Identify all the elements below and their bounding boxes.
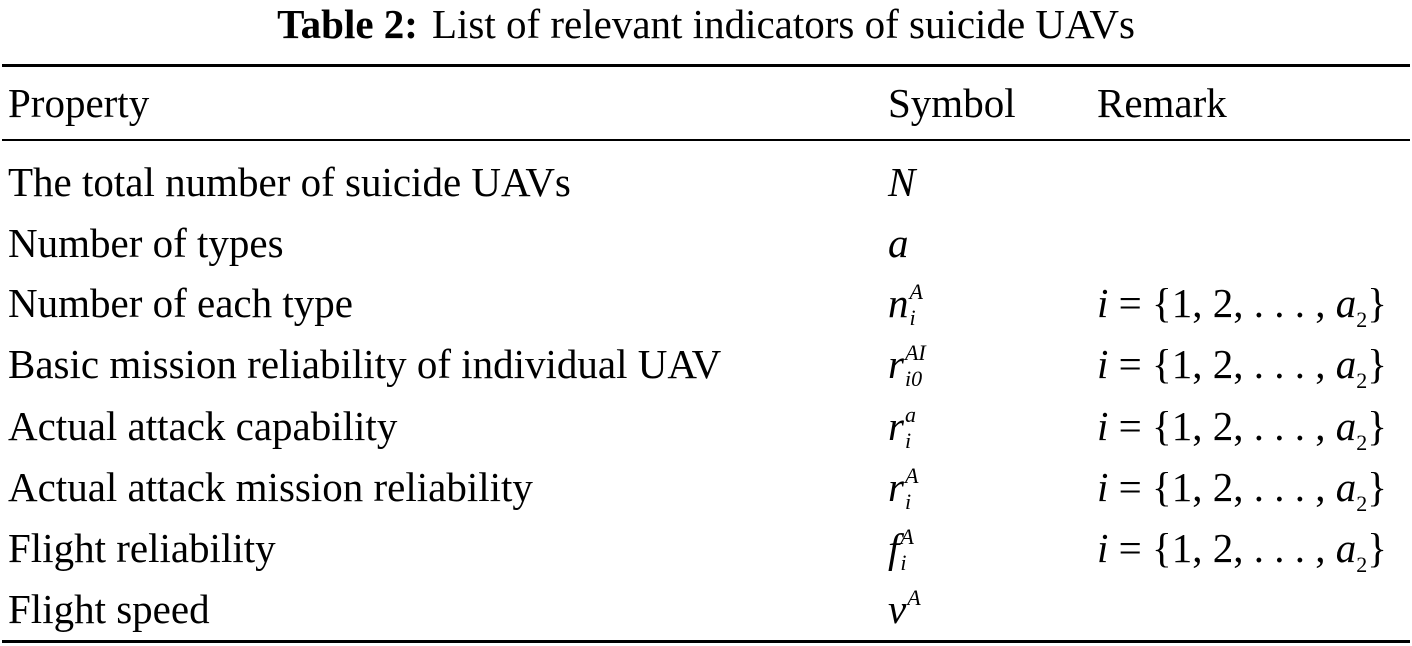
row-property: Basic mission reliability of individual … — [8, 341, 722, 387]
table-caption: Table 2: List of relevant indicators of s… — [0, 0, 1412, 56]
symbol-subscript: i — [904, 427, 912, 453]
remark-set: = {1, 2, . . . , — [1108, 403, 1336, 449]
row-property: Flight reliability — [8, 525, 276, 571]
row-remark: i = {1, 2, . . . , a2} — [1097, 334, 1387, 401]
header-remark: Remark — [1097, 80, 1227, 126]
header-property: Property — [8, 80, 150, 126]
remark-close: } — [1367, 464, 1387, 510]
row-remark: i = {1, 2, . . . , a2} — [1097, 396, 1387, 463]
symbol-base: r — [888, 403, 904, 449]
table-row: Number of types a — [0, 213, 1412, 273]
row-property: Flight speed — [8, 586, 210, 632]
row-symbol: N — [888, 152, 915, 212]
symbol-base: f — [888, 525, 900, 571]
remark-end-variable: a — [1335, 525, 1357, 571]
remark-variable: i — [1097, 464, 1109, 510]
row-symbol: vA — [888, 579, 921, 639]
remark-end-variable: a — [1335, 464, 1357, 510]
row-property: Number of types — [8, 220, 284, 266]
remark-end-subscript: 2 — [1356, 491, 1368, 516]
remark-close: } — [1367, 341, 1387, 387]
table-row: Flight speed vA — [0, 579, 1412, 639]
table-row: Basic mission reliability of individual … — [0, 334, 1412, 394]
remark-variable: i — [1097, 280, 1109, 326]
symbol-base: a — [888, 220, 909, 266]
remark-end-subscript: 2 — [1356, 368, 1368, 393]
symbol-superscript: A — [900, 523, 914, 549]
symbol-superscript: AI — [904, 339, 926, 365]
remark-end-subscript: 2 — [1356, 552, 1368, 577]
remark-close: } — [1367, 280, 1387, 326]
row-remark: i = {1, 2, . . . , a2} — [1097, 518, 1387, 585]
row-property: The total number of suicide UAVs — [8, 159, 571, 205]
symbol-subscript: i0 — [904, 365, 923, 391]
caption-label: Table 2: — [277, 1, 418, 47]
row-property: Actual attack mission reliability — [8, 464, 533, 510]
symbol-superscript: a — [904, 401, 916, 427]
row-symbol: a — [888, 213, 909, 273]
symbol-superscript: A — [907, 585, 921, 610]
symbol-base: N — [888, 159, 916, 205]
top-rule — [2, 64, 1410, 67]
remark-end-variable: a — [1335, 341, 1357, 387]
bottom-rule — [2, 640, 1410, 643]
symbol-superscript: A — [909, 278, 923, 304]
remark-end-variable: a — [1335, 403, 1357, 449]
symbol-base: v — [888, 586, 907, 632]
remark-set: = {1, 2, . . . , — [1108, 341, 1336, 387]
symbol-base: r — [888, 341, 904, 387]
remark-end-variable: a — [1335, 280, 1357, 326]
remark-close: } — [1367, 525, 1387, 571]
remark-end-subscript: 2 — [1356, 307, 1368, 332]
row-property: Number of each type — [8, 280, 353, 326]
symbol-subscript: i — [900, 549, 907, 575]
row-remark: i = {1, 2, . . . , a2} — [1097, 273, 1387, 340]
table-header-row: Property Symbol Remark — [0, 78, 1412, 128]
table-row: The total number of suicide UAVs N — [0, 152, 1412, 212]
remark-end-subscript: 2 — [1356, 430, 1368, 455]
caption-text: List of relevant indicators of suicide U… — [431, 1, 1135, 47]
symbol-subscript: i — [904, 488, 912, 514]
symbol-subscript: i — [909, 304, 916, 330]
header-symbol: Symbol — [888, 80, 1016, 126]
remark-set: = {1, 2, . . . , — [1108, 525, 1336, 571]
symbol-base: n — [888, 280, 909, 326]
header-rule — [2, 139, 1410, 141]
symbol-superscript: A — [904, 462, 919, 488]
remark-variable: i — [1097, 403, 1109, 449]
remark-variable: i — [1097, 341, 1109, 387]
remark-close: } — [1367, 403, 1387, 449]
remark-set: = {1, 2, . . . , — [1108, 280, 1336, 326]
symbol-base: r — [888, 464, 904, 510]
row-property: Actual attack capability — [8, 403, 398, 449]
remark-set: = {1, 2, . . . , — [1108, 464, 1336, 510]
remark-variable: i — [1097, 525, 1109, 571]
row-remark: i = {1, 2, . . . , a2} — [1097, 457, 1387, 524]
